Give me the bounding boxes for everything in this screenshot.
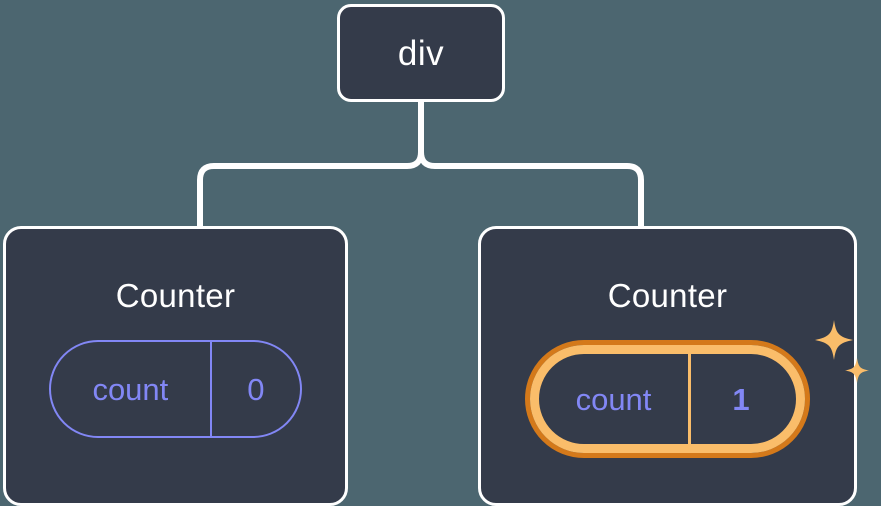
node-div[interactable]: div — [337, 4, 505, 102]
state-pill-left-wrap: count 0 — [49, 340, 302, 438]
state-pill-right-wrap: count 1 — [525, 320, 869, 458]
node-counter-right-label: Counter — [607, 277, 728, 314]
state-pill-value: 1 — [732, 381, 750, 417]
sparkle-large-icon — [815, 320, 853, 360]
connector-right-branch — [418, 98, 644, 231]
connector-left-branch — [197, 98, 424, 231]
state-pill-count-1[interactable]: count 1 — [525, 340, 810, 458]
connector-lines — [197, 98, 644, 231]
state-pill-inner-ring: count 1 — [530, 345, 805, 453]
node-counter-right[interactable]: Counter count 1 — [478, 226, 869, 506]
node-div-label: div — [397, 33, 445, 73]
state-pill-key: count — [51, 342, 212, 436]
state-pill-count-0[interactable]: count 0 — [49, 340, 302, 438]
node-counter-left-label: Counter — [115, 277, 236, 314]
state-pill-key: count — [539, 354, 691, 444]
diagram-canvas: div Counter count 0 Counter count 1 — [3, 4, 869, 506]
node-counter-left[interactable]: Counter count 0 — [3, 226, 348, 506]
state-pill-value: 0 — [247, 371, 265, 407]
